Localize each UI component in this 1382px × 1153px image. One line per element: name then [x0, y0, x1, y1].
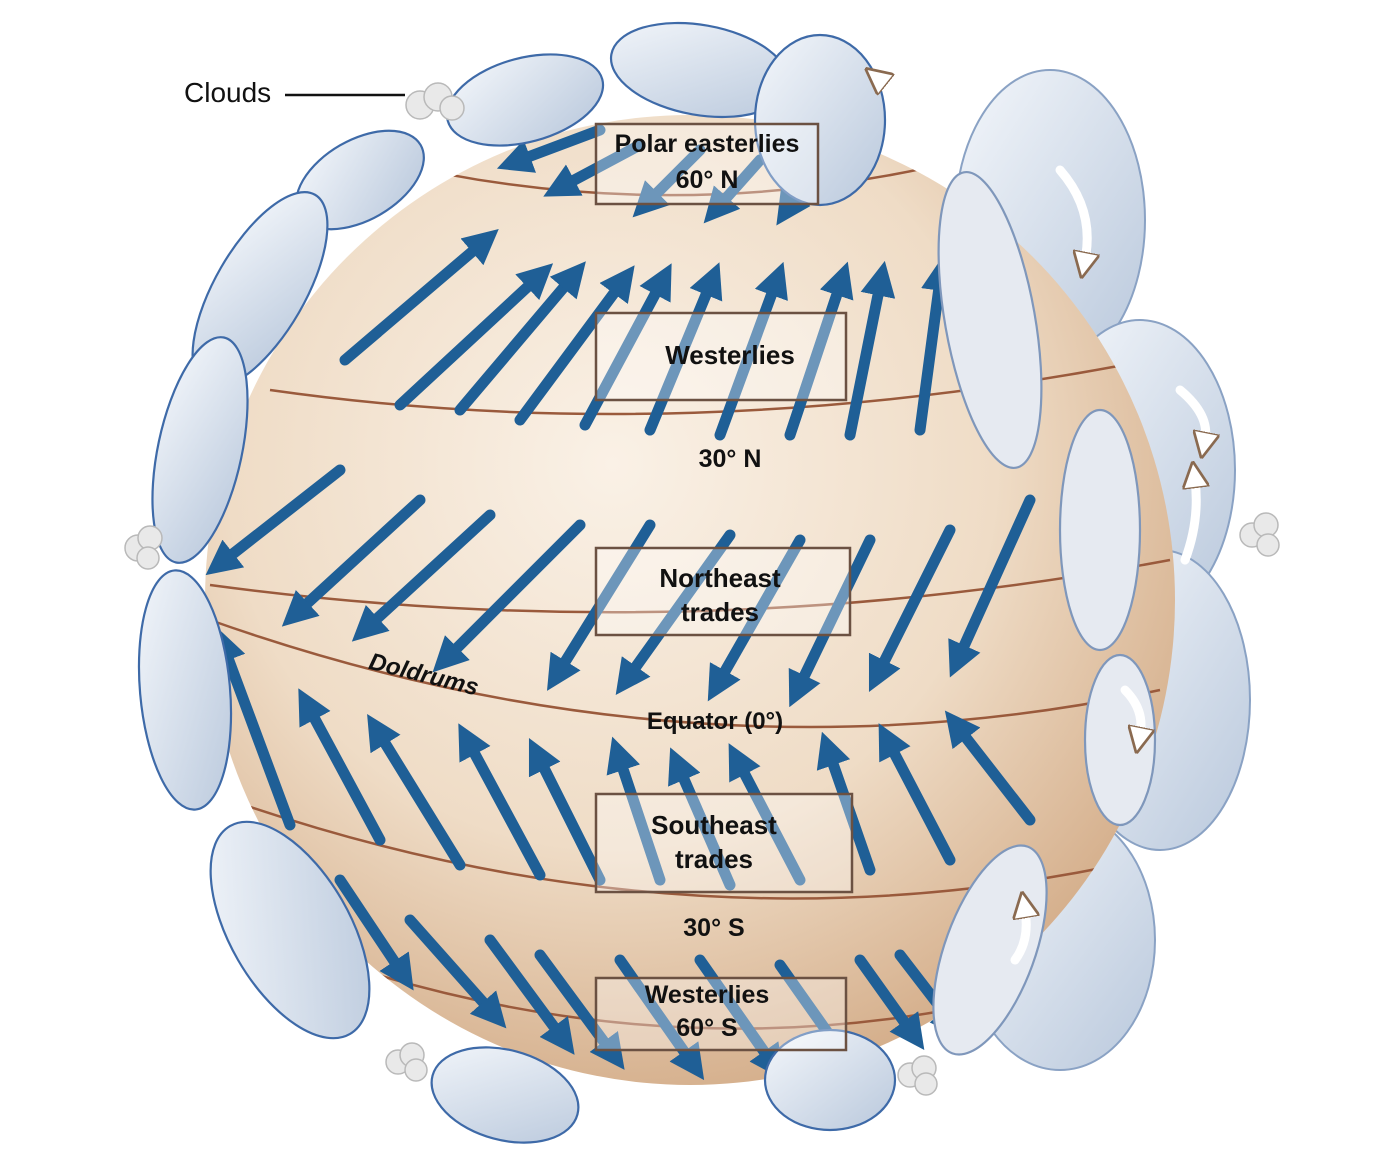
wind-arrow-19: [205, 464, 346, 576]
wind-arrow-36: [728, 743, 806, 886]
equator-label: Equator (0°): [647, 708, 783, 735]
return-flow-arrows: [880, 80, 1206, 965]
wind-arrow-42: [484, 934, 575, 1055]
westerlies-south-label: Westerlies: [645, 981, 770, 1009]
cloud-5: [897, 1055, 938, 1096]
lat-30n-label: 30° N: [699, 445, 762, 473]
wind-arrow-15: [784, 261, 854, 441]
wind-arrow-25: [707, 534, 806, 702]
wind-arrow-33: [528, 737, 606, 886]
cell-bottom-1: [430, 1046, 580, 1144]
wind-arrow-28: [948, 494, 1036, 678]
zone-labels: Polar easterlies 60° N Westerlies 30° N …: [366, 130, 799, 1042]
wind-arrow-41: [404, 914, 507, 1029]
cloud-4: [385, 1042, 428, 1082]
cell-top-1: [445, 53, 605, 147]
wind-arrow-35: [668, 747, 736, 891]
southeast-trades-line1: Southeast: [651, 810, 777, 840]
polar-easterlies-label: Polar easterlies: [615, 130, 800, 158]
latitude-line-60n: [379, 148, 1001, 197]
wind-arrow-12: [579, 263, 672, 431]
return-arrow-5: [1120, 685, 1141, 735]
wind-arrow-40: [334, 874, 414, 991]
return-arrow-2: [1055, 165, 1087, 260]
wind-arrow-17: [914, 255, 957, 436]
wind-arrow-10: [454, 261, 586, 416]
clouds: [124, 82, 1280, 1096]
wind-arrow-14: [714, 261, 788, 441]
wind-arrow-9: [394, 263, 554, 411]
polar-easterlies-box: [594, 122, 820, 206]
lat-30s-label: 30° S: [683, 914, 744, 942]
wind-arrow-27: [868, 524, 956, 693]
wind-arrow-43: [534, 949, 625, 1070]
wind-arrow-26: [788, 534, 876, 708]
return-arrow-4: [1180, 480, 1196, 565]
wind-arrow-37: [816, 731, 876, 876]
circulation-cells-front: [137, 21, 1157, 1144]
southeast-trades-line2: trades: [675, 844, 753, 874]
return-arrow-6: [1010, 910, 1026, 965]
clouds-label: Clouds: [184, 77, 271, 108]
southeast-trades-box: [594, 792, 854, 894]
westerlies-north-box: [594, 311, 848, 402]
lat-60n-label: 60° N: [676, 166, 739, 194]
cell-right-inner-3: [1083, 653, 1157, 827]
wind-arrow-24: [615, 529, 736, 696]
wind-arrow-29: [212, 626, 296, 831]
wind-arrow-45: [694, 954, 785, 1081]
cell-left-4: [137, 569, 233, 811]
return-arrow-1: [880, 80, 901, 155]
return-arrow-3: [1175, 385, 1206, 440]
wind-arrow-47: [854, 954, 925, 1051]
latitude-line-equator: [209, 618, 1161, 729]
wind-arrow-34: [606, 736, 666, 886]
wind-arrow-38: [878, 723, 956, 866]
northeast-trades-line2: trades: [681, 597, 759, 627]
wind-arrow-11: [514, 265, 635, 426]
wind-arrow-4: [703, 154, 766, 224]
wind-arrow-16: [844, 260, 896, 441]
cell-right-inner-1: [937, 170, 1043, 470]
wind-arrow-3: [632, 144, 706, 218]
wind-arrow-31: [367, 714, 466, 871]
wind-arrow-8: [339, 229, 499, 366]
wind-arrow-30: [298, 688, 386, 846]
latitude-line-30n-band: [209, 558, 1171, 614]
wind-arrow-44: [614, 954, 705, 1081]
cell-top-3: [753, 33, 887, 207]
cell-right-inner-2: [1058, 408, 1142, 652]
wind-arrow-32: [458, 723, 546, 881]
wind-arrows: [205, 53, 1036, 1081]
cell-bottom-2: [763, 1028, 897, 1132]
wind-arrow-22: [432, 519, 586, 673]
wind-arrow-20: [281, 494, 426, 627]
westerlies-north-label: Westerlies: [665, 340, 795, 370]
cloud-1: [405, 82, 465, 121]
cloud-3: [1239, 512, 1280, 557]
cloud-2: [124, 525, 163, 570]
cell-left-5: [209, 820, 371, 1040]
wind-arrow-21: [351, 509, 496, 642]
cell-left-3: [151, 336, 249, 564]
wind-arrow-39: [944, 710, 1036, 826]
zone-boxes: [594, 122, 854, 1052]
wind-arrow-13: [644, 262, 723, 436]
westerlies-south-box: [594, 976, 848, 1052]
northeast-trades-box: [594, 546, 852, 637]
northeast-trades-line1: Northeast: [659, 563, 781, 593]
wind-arrow-2: [543, 139, 646, 197]
lat-60s-label: 60° S: [676, 1014, 737, 1042]
wind-arrow-1: [496, 124, 606, 173]
